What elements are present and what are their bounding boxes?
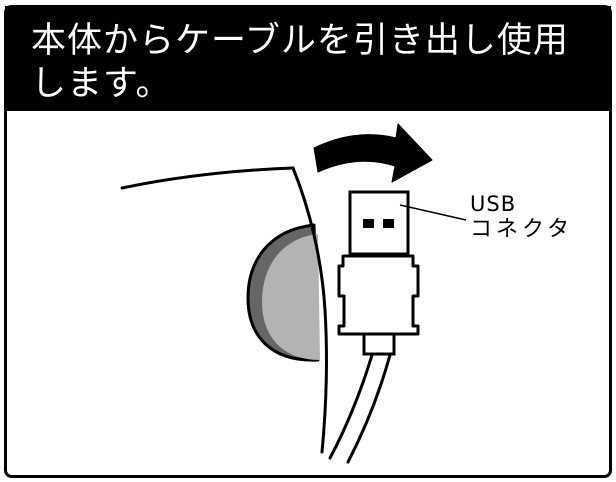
callout-line-usb: USB bbox=[470, 192, 517, 216]
device-recess bbox=[246, 223, 320, 362]
usb-connector-label: USB コネクタ bbox=[470, 192, 573, 244]
callout-leader-line bbox=[399, 204, 467, 221]
contact-slot-right bbox=[383, 219, 394, 228]
pull-arrow-icon bbox=[313, 123, 433, 183]
device-body-edge bbox=[120, 166, 328, 454]
usb-cable bbox=[328, 353, 392, 464]
instruction-text: 本体からケーブルを引き出し使用します。 bbox=[31, 21, 569, 104]
contact-slot-left bbox=[363, 219, 374, 228]
instruction-header: 本体からケーブルを引き出し使用します。 bbox=[5, 6, 611, 111]
usb-connector bbox=[337, 190, 420, 356]
callout-line-connector: コネクタ bbox=[470, 217, 574, 242]
